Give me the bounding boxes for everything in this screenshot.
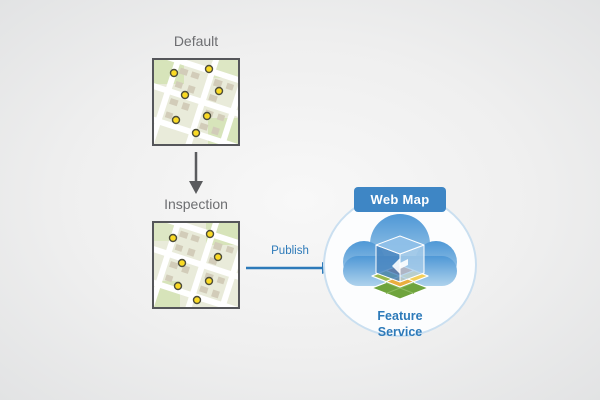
yellow-point-markers	[169, 64, 224, 138]
web-map-badge: Web Map	[354, 187, 446, 212]
yellow-point-markers	[168, 229, 223, 305]
layers-stack-icon	[371, 235, 429, 300]
inspection-label: Inspection	[164, 196, 228, 212]
map-illustration	[154, 223, 238, 307]
publish-label: Publish	[271, 245, 309, 257]
inspection-map-thumbnail	[152, 221, 240, 309]
map-illustration	[154, 60, 238, 144]
down-arrow-icon	[189, 152, 203, 194]
default-map-thumbnail	[152, 58, 240, 146]
feature-service-label: Feature Service	[377, 309, 423, 339]
default-label: Default	[173, 33, 219, 49]
